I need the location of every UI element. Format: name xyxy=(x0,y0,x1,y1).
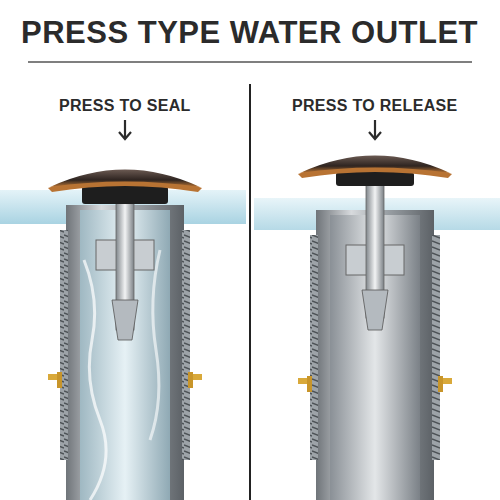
instruction-label: PRESS TO RELEASE xyxy=(292,97,457,115)
released-drain xyxy=(254,156,500,500)
divider-line xyxy=(249,84,251,500)
sealed-drain xyxy=(0,170,246,500)
down-arrow xyxy=(369,120,381,139)
down-arrow xyxy=(119,120,131,139)
instruction-label: PRESS TO SEAL xyxy=(59,97,191,115)
title-heading: PRESS TYPE WATER OUTLET xyxy=(21,15,478,51)
title-rule xyxy=(28,61,472,63)
